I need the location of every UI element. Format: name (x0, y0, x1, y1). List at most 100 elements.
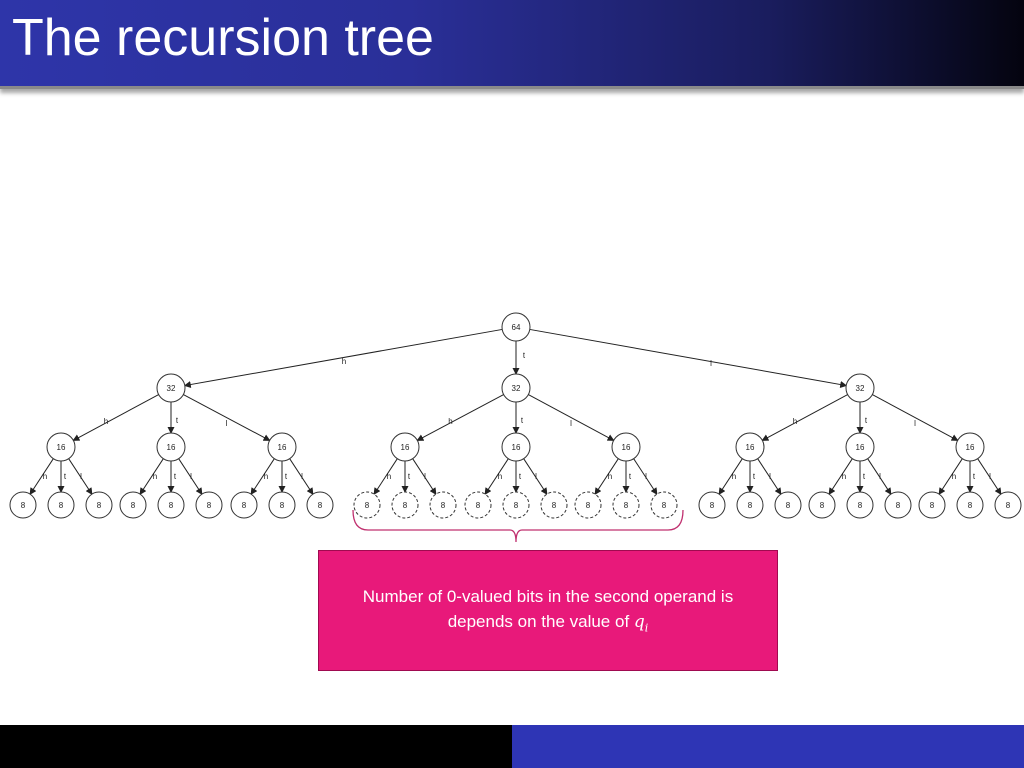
node-16-9-label: 16 (966, 443, 975, 452)
edge-16-8-3-l-label: l (301, 472, 303, 481)
node-8-23-label: 8 (858, 501, 863, 510)
node-8-9: 8 (306, 491, 334, 519)
node-8-1: 8 (9, 491, 37, 519)
edge-32-16-1-l-label: l (226, 419, 228, 428)
math-variable: q (633, 612, 645, 633)
node-root-label: 64 (512, 323, 521, 332)
node-8-24-label: 8 (896, 501, 901, 510)
edge-16-8-8-l-label: l (879, 472, 881, 481)
node-8-25: 8 (918, 491, 946, 519)
edge-32-16-3-t-label: t (865, 416, 868, 425)
node-8-19: 8 (698, 491, 726, 519)
edge-16-8-2-h (139, 458, 164, 495)
edge-16-8-7-t-label: t (753, 472, 756, 481)
edge-64-32-l (529, 328, 848, 388)
edge-16-8-1-h (29, 458, 54, 495)
edge-32-16-1-h-label: h (104, 417, 108, 426)
node-8-6-label: 8 (207, 501, 212, 510)
edge-32-16-1-h (72, 394, 159, 441)
edge-32-16-3-h (761, 394, 848, 441)
node-8-3: 8 (85, 491, 113, 519)
edge-64-32-t-label: t (523, 351, 526, 360)
node-8-22: 8 (808, 491, 836, 519)
node-8-9-label: 8 (318, 501, 323, 510)
node-16-3: 16 (267, 432, 297, 462)
edge-16-8-6-l (633, 458, 658, 495)
node-8-21-label: 8 (786, 501, 791, 510)
node-32-3: 32 (845, 373, 875, 403)
node-8-20-label: 8 (748, 501, 753, 510)
edge-16-8-7-l-label: l (769, 472, 771, 481)
edge-16-8-7-h (718, 458, 743, 495)
edge-16-8-9-l (977, 458, 1002, 495)
node-16-5-label: 16 (512, 443, 521, 452)
node-8-5-label: 8 (169, 501, 174, 510)
node-8-12-label: 8 (441, 501, 446, 510)
edge-32-16-2-l-label: l (570, 419, 572, 428)
node-8-16-label: 8 (586, 501, 591, 510)
node-8-8: 8 (268, 491, 296, 519)
callout-text-main: Number of 0-valued bits in the second op… (362, 586, 734, 632)
callout-box: Number of 0-valued bits in the second op… (318, 550, 778, 671)
node-8-18: 8 (650, 491, 678, 519)
node-8-14-label: 8 (514, 501, 519, 510)
node-8-5: 8 (157, 491, 185, 519)
edge-16-8-2-l-label: l (190, 472, 192, 481)
node-8-1-label: 8 (21, 501, 26, 510)
node-16-7: 16 (735, 432, 765, 462)
edge-16-8-5-l-label: l (535, 472, 537, 481)
node-8-2-label: 8 (59, 501, 64, 510)
edge-16-8-4-l-label: l (424, 472, 426, 481)
edge-16-8-7-h-label: h (732, 472, 736, 481)
edge-16-8-8-h (828, 458, 853, 495)
edge-16-8-4-l (412, 458, 437, 495)
edge-32-16-3-h-label: h (793, 417, 797, 426)
node-32-2: 32 (501, 373, 531, 403)
edge-16-8-4-t-label: t (408, 472, 411, 481)
node-16-6-label: 16 (622, 443, 631, 452)
edge-16-8-2-t-label: t (174, 472, 177, 481)
node-8-23: 8 (846, 491, 874, 519)
edge-16-8-8-l (867, 458, 892, 495)
edge-16-8-7-l (757, 458, 782, 495)
node-8-20: 8 (736, 491, 764, 519)
node-8-7-label: 8 (242, 501, 247, 510)
node-16-8: 16 (845, 432, 875, 462)
node-8-22-label: 8 (820, 501, 825, 510)
edge-16-8-5-h-label: h (498, 472, 502, 481)
edge-16-8-5-h (484, 458, 509, 495)
edge-16-8-6-h-label: h (608, 472, 612, 481)
node-8-27: 8 (994, 491, 1022, 519)
node-8-15: 8 (540, 491, 568, 519)
node-8-21: 8 (774, 491, 802, 519)
node-8-16: 8 (574, 491, 602, 519)
edge-16-8-3-l (289, 458, 314, 495)
edge-16-8-5-l (523, 458, 548, 495)
edge-32-16-2-h-label: h (448, 417, 452, 426)
edge-16-8-6-t-label: t (629, 472, 632, 481)
node-8-27-label: 8 (1006, 501, 1011, 510)
edge-16-8-9-t-label: t (973, 472, 976, 481)
node-8-13: 8 (464, 491, 492, 519)
node-16-8-label: 16 (856, 443, 865, 452)
edge-16-8-4-h (373, 458, 398, 495)
node-8-11-label: 8 (403, 501, 408, 510)
node-16-6: 16 (611, 432, 641, 462)
edge-16-8-5-t-label: t (519, 472, 522, 481)
node-8-17-label: 8 (624, 501, 629, 510)
edge-16-8-9-h (938, 458, 963, 495)
edge-32-16-3-l-label: l (914, 419, 916, 428)
edge-16-8-6-h (594, 458, 619, 495)
node-root: 64 (501, 312, 531, 342)
node-8-24: 8 (884, 491, 912, 519)
node-16-1: 16 (46, 432, 76, 462)
math-subscript: i (644, 621, 649, 635)
node-8-11: 8 (391, 491, 419, 519)
edge-16-8-1-h-label: h (43, 472, 47, 481)
node-8-17: 8 (612, 491, 640, 519)
edge-64-32-h-label: h (342, 357, 346, 366)
node-8-13-label: 8 (476, 501, 481, 510)
edge-64-32-h (183, 328, 503, 388)
node-8-8-label: 8 (280, 501, 285, 510)
edge-16-8-2-h-label: h (153, 472, 157, 481)
